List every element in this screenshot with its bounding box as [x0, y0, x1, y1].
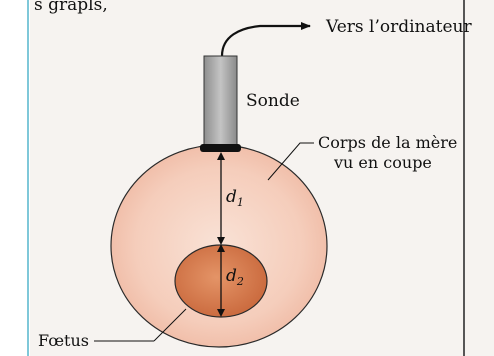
body-label-line2: vu en coupe — [333, 153, 432, 172]
cropped-header-text: s grapls, — [34, 0, 108, 15]
probe-contact — [200, 144, 241, 152]
probe-label: Sonde — [246, 91, 300, 111]
fetus-label: Fœtus — [38, 331, 89, 350]
probe-body — [204, 56, 237, 147]
body-label-line1: Corps de la mère — [318, 133, 457, 152]
computer-label: Vers l’ordinateur — [325, 17, 472, 37]
